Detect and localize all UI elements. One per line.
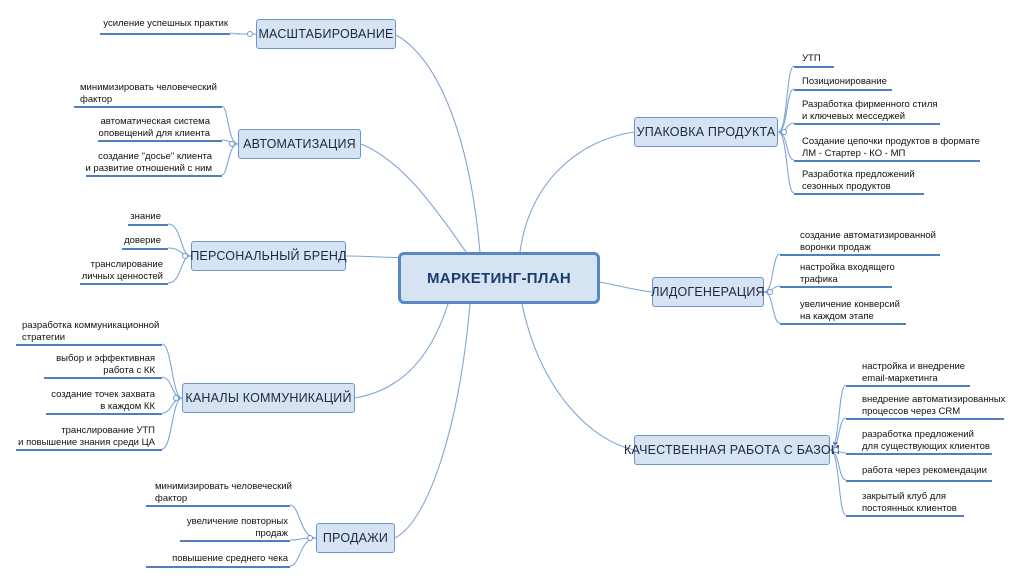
leaf-channels-2[interactable]: выбор и эффективная работа с КК: [56, 353, 155, 376]
leaf-underline: [44, 377, 162, 379]
leaf-underline: [846, 453, 992, 455]
leaf-underline: [794, 66, 834, 68]
leaf-automation-1[interactable]: минимизировать человеческий фактор: [80, 82, 217, 105]
leaf-sales-3[interactable]: повышение среднего чека: [172, 553, 288, 564]
leaf-channels-3[interactable]: создание точек захвата в каждом КК: [51, 389, 155, 412]
leaf-underline: [16, 449, 162, 451]
leaf-underline: [846, 515, 964, 517]
node-base[interactable]: КАЧЕСТВЕННАЯ РАБОТА С БАЗОЙ: [624, 435, 840, 465]
leaf-automation-3[interactable]: создание "досье" клиента и развитие отно…: [85, 151, 212, 174]
leaf-underline: [794, 123, 940, 125]
node-packaging[interactable]: УПАКОВКА ПРОДУКТА: [634, 117, 778, 147]
collapse-toggle-icon[interactable]: [229, 141, 235, 147]
leaf-leadgen-3[interactable]: увеличение конверсий на каждом этапе: [800, 299, 900, 322]
node-scaling[interactable]: МАСШТАБИРОВАНИЕ: [256, 19, 396, 49]
leaf-packaging-2[interactable]: Позиционирование: [802, 76, 887, 87]
leaf-sales-1[interactable]: минимизировать человеческий фактор: [155, 481, 292, 504]
leaf-underline: [128, 224, 168, 226]
leaf-underline: [846, 418, 1004, 420]
leaf-base-3[interactable]: разработка предложений для существующих …: [862, 429, 990, 452]
collapse-toggle-icon[interactable]: [767, 289, 773, 295]
collapse-toggle-icon[interactable]: [307, 535, 313, 541]
collapse-toggle-icon[interactable]: [781, 129, 787, 135]
leaf-underline: [780, 254, 940, 256]
leaf-underline: [794, 89, 892, 91]
leaf-underline: [794, 193, 924, 195]
leaf-base-2[interactable]: внедрение автоматизированных процессов ч…: [862, 394, 1006, 417]
leaf-scaling-1[interactable]: усиление успешных практик: [103, 18, 228, 29]
leaf-packaging-5[interactable]: Разработка предложений сезонных продукто…: [802, 169, 915, 192]
node-automation[interactable]: АВТОМАТИЗАЦИЯ: [238, 129, 361, 159]
collapse-toggle-icon[interactable]: [173, 395, 179, 401]
leaf-automation-2[interactable]: автоматическая система оповещений для кл…: [98, 116, 210, 139]
leaf-channels-1[interactable]: разработка коммуникационной стратегии: [22, 320, 160, 343]
leaf-underline: [16, 344, 162, 346]
leaf-underline: [146, 505, 290, 507]
leaf-leadgen-1[interactable]: создание автоматизированной воронки прод…: [800, 230, 936, 253]
leaf-underline: [122, 248, 168, 250]
node-channels[interactable]: КАНАЛЫ КОММУНИКАЦИЙ: [182, 383, 355, 413]
leaf-underline: [780, 323, 906, 325]
node-personal-brand[interactable]: ПЕРСОНАЛЬНЫЙ БРЕНД: [190, 241, 347, 271]
leaf-underline: [780, 286, 892, 288]
leaf-underline: [794, 160, 980, 162]
leaf-underline: [46, 413, 162, 415]
collapse-toggle-icon[interactable]: [247, 31, 253, 37]
leaf-base-1[interactable]: настройка и внедрение email-маркетинга: [862, 361, 966, 384]
collapse-toggle-icon[interactable]: [833, 447, 839, 453]
leaf-underline: [846, 480, 992, 482]
central-node[interactable]: МАРКЕТИНГ-ПЛАН: [398, 252, 600, 304]
leaf-channels-4[interactable]: транслирование УТП и повышение знания ср…: [18, 425, 155, 448]
leaf-base-5[interactable]: закрытый клуб для постоянных клиентов: [862, 491, 957, 514]
leaf-leadgen-2[interactable]: настройка входящего трафика: [800, 262, 895, 285]
leaf-base-4[interactable]: работа через рекомендации: [862, 465, 987, 476]
leaf-brand-3[interactable]: транслирование личных ценностей: [81, 259, 163, 282]
node-leadgen[interactable]: ЛИДОГЕНЕРАЦИЯ: [651, 277, 765, 307]
leaf-packaging-4[interactable]: Создание цепочки продуктов в формате ЛМ …: [802, 136, 980, 159]
leaf-underline: [146, 566, 290, 568]
leaf-brand-1[interactable]: знание: [130, 211, 161, 222]
node-sales[interactable]: ПРОДАЖИ: [316, 523, 395, 553]
leaf-underline: [100, 33, 230, 35]
leaf-brand-2[interactable]: доверие: [124, 235, 161, 246]
leaf-packaging-1[interactable]: УТП: [802, 53, 821, 64]
leaf-underline: [180, 540, 290, 542]
leaf-underline: [74, 106, 222, 108]
leaf-underline: [86, 175, 222, 177]
leaf-packaging-3[interactable]: Разработка фирменного стиля и ключевых м…: [802, 99, 938, 122]
leaf-underline: [80, 283, 168, 285]
collapse-toggle-icon[interactable]: [182, 253, 188, 259]
leaf-underline: [98, 140, 222, 142]
leaf-underline: [846, 385, 970, 387]
leaf-sales-2[interactable]: увеличение повторных продаж: [186, 516, 288, 539]
